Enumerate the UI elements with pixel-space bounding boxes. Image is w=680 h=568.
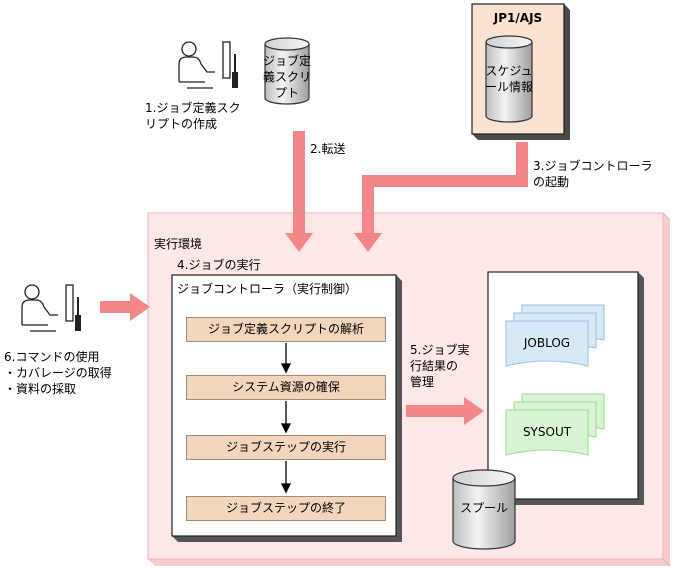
step2-label: 2.転送 (310, 142, 346, 156)
database-cylinder-icon (452, 469, 516, 550)
jp1-title: JP1/AJS (493, 11, 543, 25)
database-cylinder-icon (485, 35, 533, 123)
step6-label: 6.コマンドの使用 ・カバレージの取得 ・資料の採取 (4, 350, 112, 396)
document-stack-icon (505, 393, 605, 456)
step3-label: 3.ジョブコントローラ の起動 (533, 159, 653, 189)
job-controller-title: ジョブコントローラ（実行制御） (177, 282, 358, 296)
sysout-label: SYSOUT (522, 425, 572, 439)
step4-label: 4.ジョブの実行 (177, 258, 261, 272)
process-step-end-jobstep: ジョブステップの終了 (186, 496, 386, 521)
process-step-parse-script: ジョブ定義スクリプトの解析 (186, 317, 386, 342)
spool-label: スプール (459, 501, 508, 515)
document-stack-icon (505, 304, 605, 367)
step1-label: 1.ジョブ定義スク リプトの作成 (145, 101, 241, 131)
execution-environment-label: 実行環境 (154, 237, 203, 251)
process-step-allocate-resources: システム資源の確保 (186, 375, 386, 400)
user-at-computer-icon (178, 41, 238, 89)
schedule-info-label: スケジュ ール情報 (484, 64, 533, 94)
process-step-arrows (280, 343, 292, 494)
step5-label: 5.ジョブ実 行結果の 管理 (410, 343, 470, 389)
script-database-label: ジョブ定 義スクリ プト (262, 54, 311, 100)
flow-arrows (100, 131, 528, 425)
process-step-execute-jobstep: ジョブステップの実行 (186, 435, 386, 460)
joblog-label: JOBLOG (523, 336, 571, 350)
user-at-computer-icon (21, 284, 81, 332)
database-cylinder-icon (264, 37, 310, 105)
